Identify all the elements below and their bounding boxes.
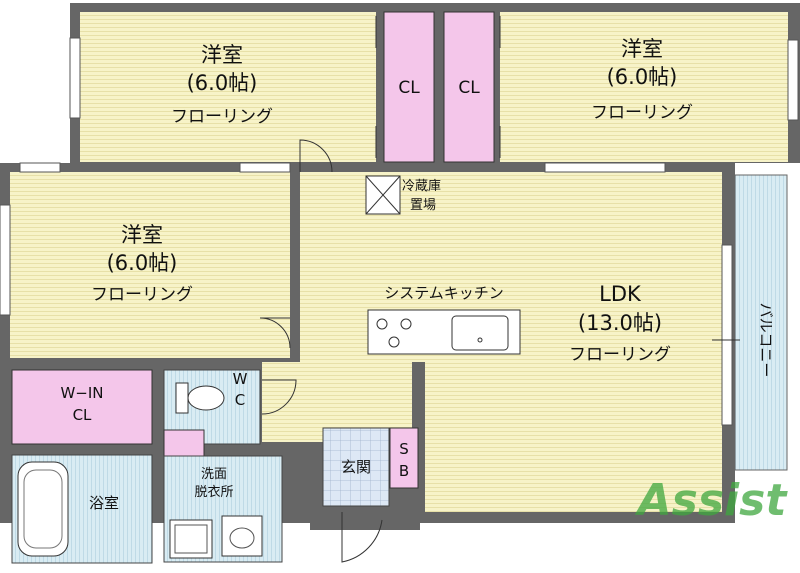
ldk-name: LDK xyxy=(599,282,642,306)
entrance-label: 玄関 xyxy=(341,458,371,476)
fridge-label-1: 冷蔵庫 xyxy=(402,179,441,194)
window-left xyxy=(0,204,11,316)
toilet-label-1: W xyxy=(233,370,248,388)
bedroom-top-left-name: 洋室 xyxy=(201,43,243,67)
toilet-label-2: C xyxy=(235,391,245,409)
bedroom-left-floor xyxy=(10,172,290,358)
sink-drain-icon xyxy=(477,337,483,343)
assist-logo: Assist xyxy=(635,475,789,526)
door-toilet xyxy=(261,379,297,415)
bathtub xyxy=(17,461,69,557)
door-entrance xyxy=(341,512,383,563)
walkin-label-2: CL xyxy=(73,406,92,424)
toilet-bowl xyxy=(187,385,225,411)
bath-label: 浴室 xyxy=(89,494,119,512)
entrance xyxy=(322,427,390,507)
stove-burner-2 xyxy=(400,318,412,330)
bedroom-left-name: 洋室 xyxy=(121,223,163,247)
stove-burner-1 xyxy=(376,318,388,330)
bedroom-top-left-size: (6.0帖) xyxy=(187,71,258,95)
bedroom-top-right-floor-label: フローリング xyxy=(591,103,693,123)
closet-1-label: CL xyxy=(398,78,420,98)
shoebox-label-1: S xyxy=(399,440,409,458)
washroom-label-1: 洗面 xyxy=(201,467,227,482)
shoebox-label-2: B xyxy=(399,462,409,480)
window-top-bedroom-left-bottom xyxy=(19,162,61,173)
ldk-floor-label: フローリング xyxy=(569,345,671,365)
washing-machine-inner xyxy=(174,524,208,554)
bedroom-top-right-floor xyxy=(500,12,788,162)
walkin-closet xyxy=(11,369,153,445)
bedroom-left-size: (6.0帖) xyxy=(107,251,178,275)
ldk-size: (13.0帖) xyxy=(578,311,662,335)
storage-small xyxy=(163,429,205,457)
closet-2-label: CL xyxy=(458,78,480,98)
fridge-cross-2 xyxy=(365,175,401,215)
window-top-right xyxy=(787,39,799,121)
window-bedroom-2-bottom xyxy=(239,162,291,173)
door-bedroom-top xyxy=(299,139,333,173)
kitchen-label: システムキッチン xyxy=(384,284,504,302)
ldk-floor-lower xyxy=(425,362,722,512)
washroom-label-2: 脱衣所 xyxy=(194,484,233,500)
window-top-left xyxy=(69,37,81,119)
bedroom-left-floor-label: フローリング xyxy=(91,285,193,305)
bedroom-top-left-floor xyxy=(80,12,376,162)
shoebox xyxy=(389,427,419,489)
closet-1 xyxy=(383,11,435,163)
sink xyxy=(451,315,509,351)
toilet-tank xyxy=(175,382,189,414)
wash-basin xyxy=(221,515,263,557)
bedroom-top-right-name: 洋室 xyxy=(621,37,663,61)
washing-machine-spot xyxy=(169,519,213,559)
wash-basin-bowl xyxy=(229,527,255,549)
closet-2 xyxy=(443,11,495,163)
balcony-label: バルコニー xyxy=(757,303,775,378)
bedroom-top-left-floor-label: フローリング xyxy=(171,107,273,127)
fridge-label-2: 置場 xyxy=(410,198,436,213)
bedroom-top-right-size: (6.0帖) xyxy=(607,65,678,89)
window-ldk-side xyxy=(721,244,733,426)
bathtub-inner xyxy=(23,469,63,549)
door-bedroom-left xyxy=(259,317,291,349)
window-ldk-top xyxy=(544,162,666,173)
stove-burner-3 xyxy=(388,336,400,348)
assist-logo-text: Assist xyxy=(635,475,789,526)
walkin-label-1: W−IN xyxy=(60,384,103,402)
balcony xyxy=(734,174,788,471)
